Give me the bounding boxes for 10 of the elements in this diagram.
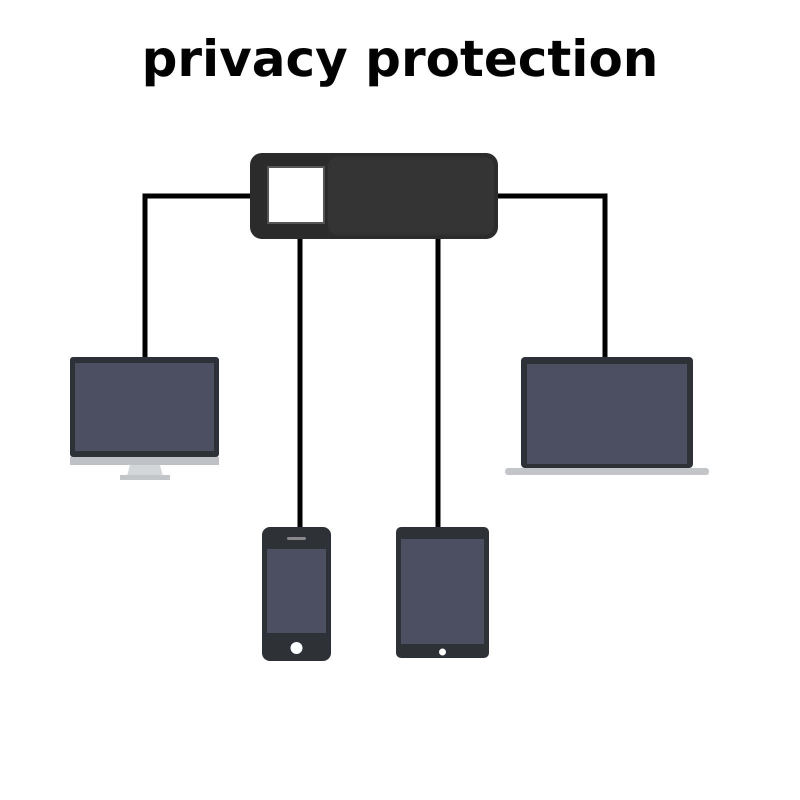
connector-line <box>298 239 302 527</box>
tablet-drawing <box>396 527 489 658</box>
monitor-drawing <box>70 357 219 481</box>
webcam-cover-drawing <box>250 153 498 239</box>
title: privacy protection <box>142 30 658 88</box>
smartphone-drawing <box>262 527 331 661</box>
connector-line <box>142 194 250 357</box>
laptop-drawing <box>505 357 709 476</box>
connector-line <box>436 239 440 527</box>
connector-line <box>498 194 608 357</box>
